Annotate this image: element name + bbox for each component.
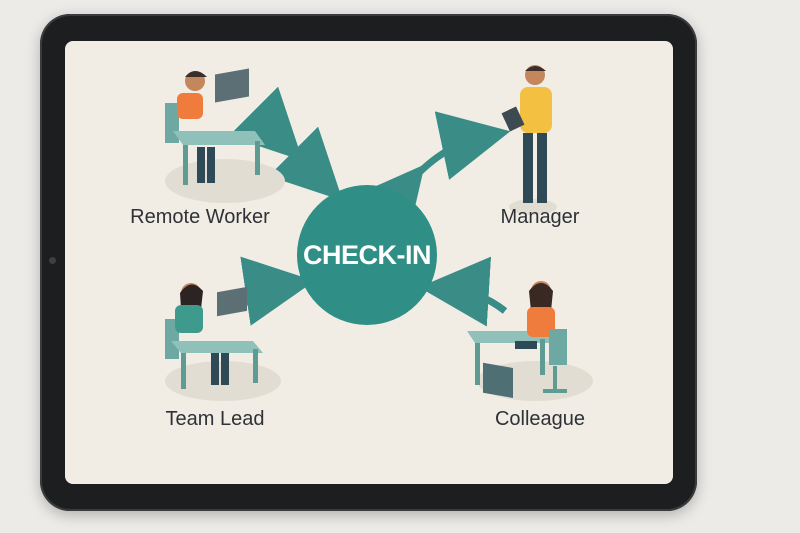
tablet-screen: CHECK-IN Remote Worker Manager Team Lead… — [65, 41, 673, 484]
arrow-remote-worker-double-arrow-icon — [228, 86, 343, 201]
remote-worker-person-at-desk-icon — [165, 68, 285, 203]
arrow-manager-double-arrow-icon — [353, 111, 511, 241]
manager-label: Manager — [500, 206, 580, 228]
manager-standing-person-with-tablet-icon — [501, 65, 557, 215]
tablet-camera — [49, 257, 56, 264]
colleague-label: Colleague — [494, 408, 586, 430]
arrow-colleague-arrow-icon — [419, 256, 508, 327]
colleague-person-at-desk-icon — [467, 281, 593, 401]
remote-worker-label: Remote Worker — [130, 206, 270, 228]
check-in-hub: CHECK-IN — [297, 185, 437, 325]
team-lead-person-at-desk-icon — [165, 283, 281, 401]
diagram-artwork — [165, 65, 593, 401]
tablet-device: CHECK-IN Remote Worker Manager Team Lead… — [40, 14, 697, 511]
hub-label: CHECK-IN — [303, 239, 432, 270]
team-lead-label: Team Lead — [165, 408, 265, 430]
